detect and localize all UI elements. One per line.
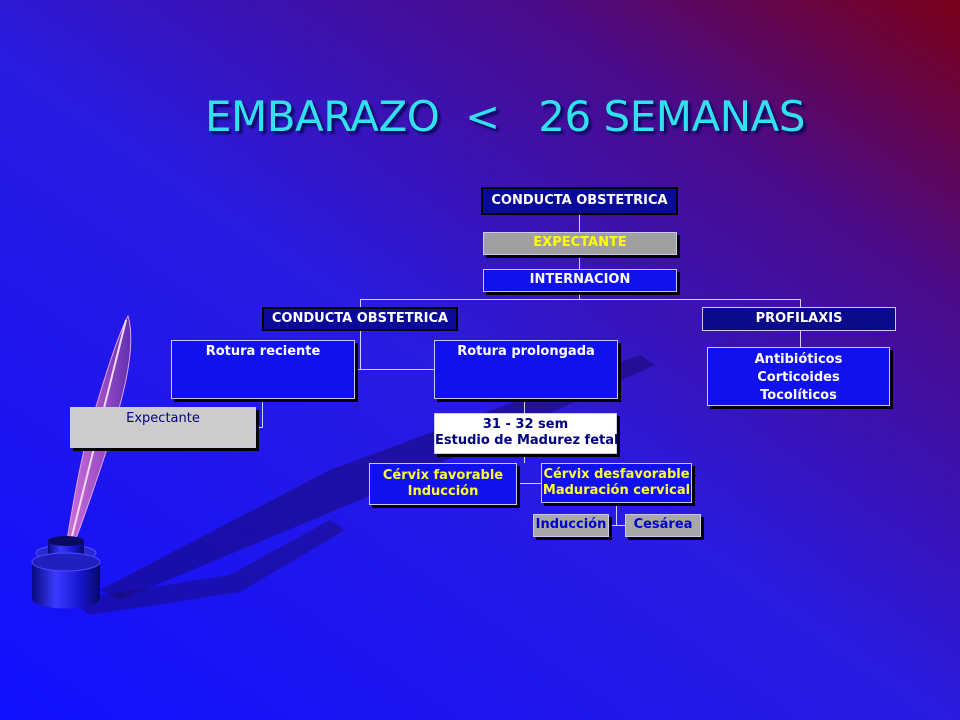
inkwell-body xyxy=(32,562,100,609)
slide-title: EMBARAZO < 26 SEMANAS xyxy=(204,92,806,141)
connector-line xyxy=(517,483,541,484)
connector-line xyxy=(360,299,361,307)
node-expectante-left: Expectante xyxy=(70,407,256,448)
connector-line xyxy=(256,427,263,428)
connector-line xyxy=(609,525,625,526)
node-induccion: Inducción xyxy=(533,514,609,537)
node-cervix-favorable: Cérvix favorable Inducción xyxy=(369,463,517,505)
node-conducta-obstetrica-left: CONDUCTA OBSTETRICA xyxy=(262,307,458,331)
connector-line xyxy=(262,399,263,427)
connector-line xyxy=(800,299,801,307)
connector-line xyxy=(579,292,580,300)
node-rotura-reciente: Rotura reciente xyxy=(171,340,355,399)
node-conducta-obstetrica-top: CONDUCTA OBSTETRICA xyxy=(481,187,678,215)
node-profilaxis: PROFILAXIS xyxy=(702,307,896,331)
connector-line xyxy=(360,299,800,300)
node-semanas-estudio: 31 - 32 sem Estudio de Madurez fetal xyxy=(434,413,618,454)
connector-line xyxy=(579,255,580,269)
connector-line xyxy=(524,454,525,463)
connector-line xyxy=(360,331,361,369)
connector-line xyxy=(524,399,525,413)
node-internacion: INTERNACION xyxy=(483,269,677,292)
connector-line xyxy=(355,369,435,370)
inkwell-shadow xyxy=(70,520,345,615)
connector-line xyxy=(800,331,801,347)
connector-line xyxy=(579,215,580,232)
node-rotura-prolongada: Rotura prolongada xyxy=(434,340,618,399)
connector-line xyxy=(616,503,617,525)
node-cervix-desfavorable: Cérvix desfavorable Maduración cervical xyxy=(541,463,692,503)
node-cesarea: Cesárea xyxy=(625,514,701,537)
node-expectante-top: EXPECTANTE xyxy=(483,232,677,255)
node-profilaxis-items: Antibióticos Corticoides Tocolíticos xyxy=(707,347,890,406)
